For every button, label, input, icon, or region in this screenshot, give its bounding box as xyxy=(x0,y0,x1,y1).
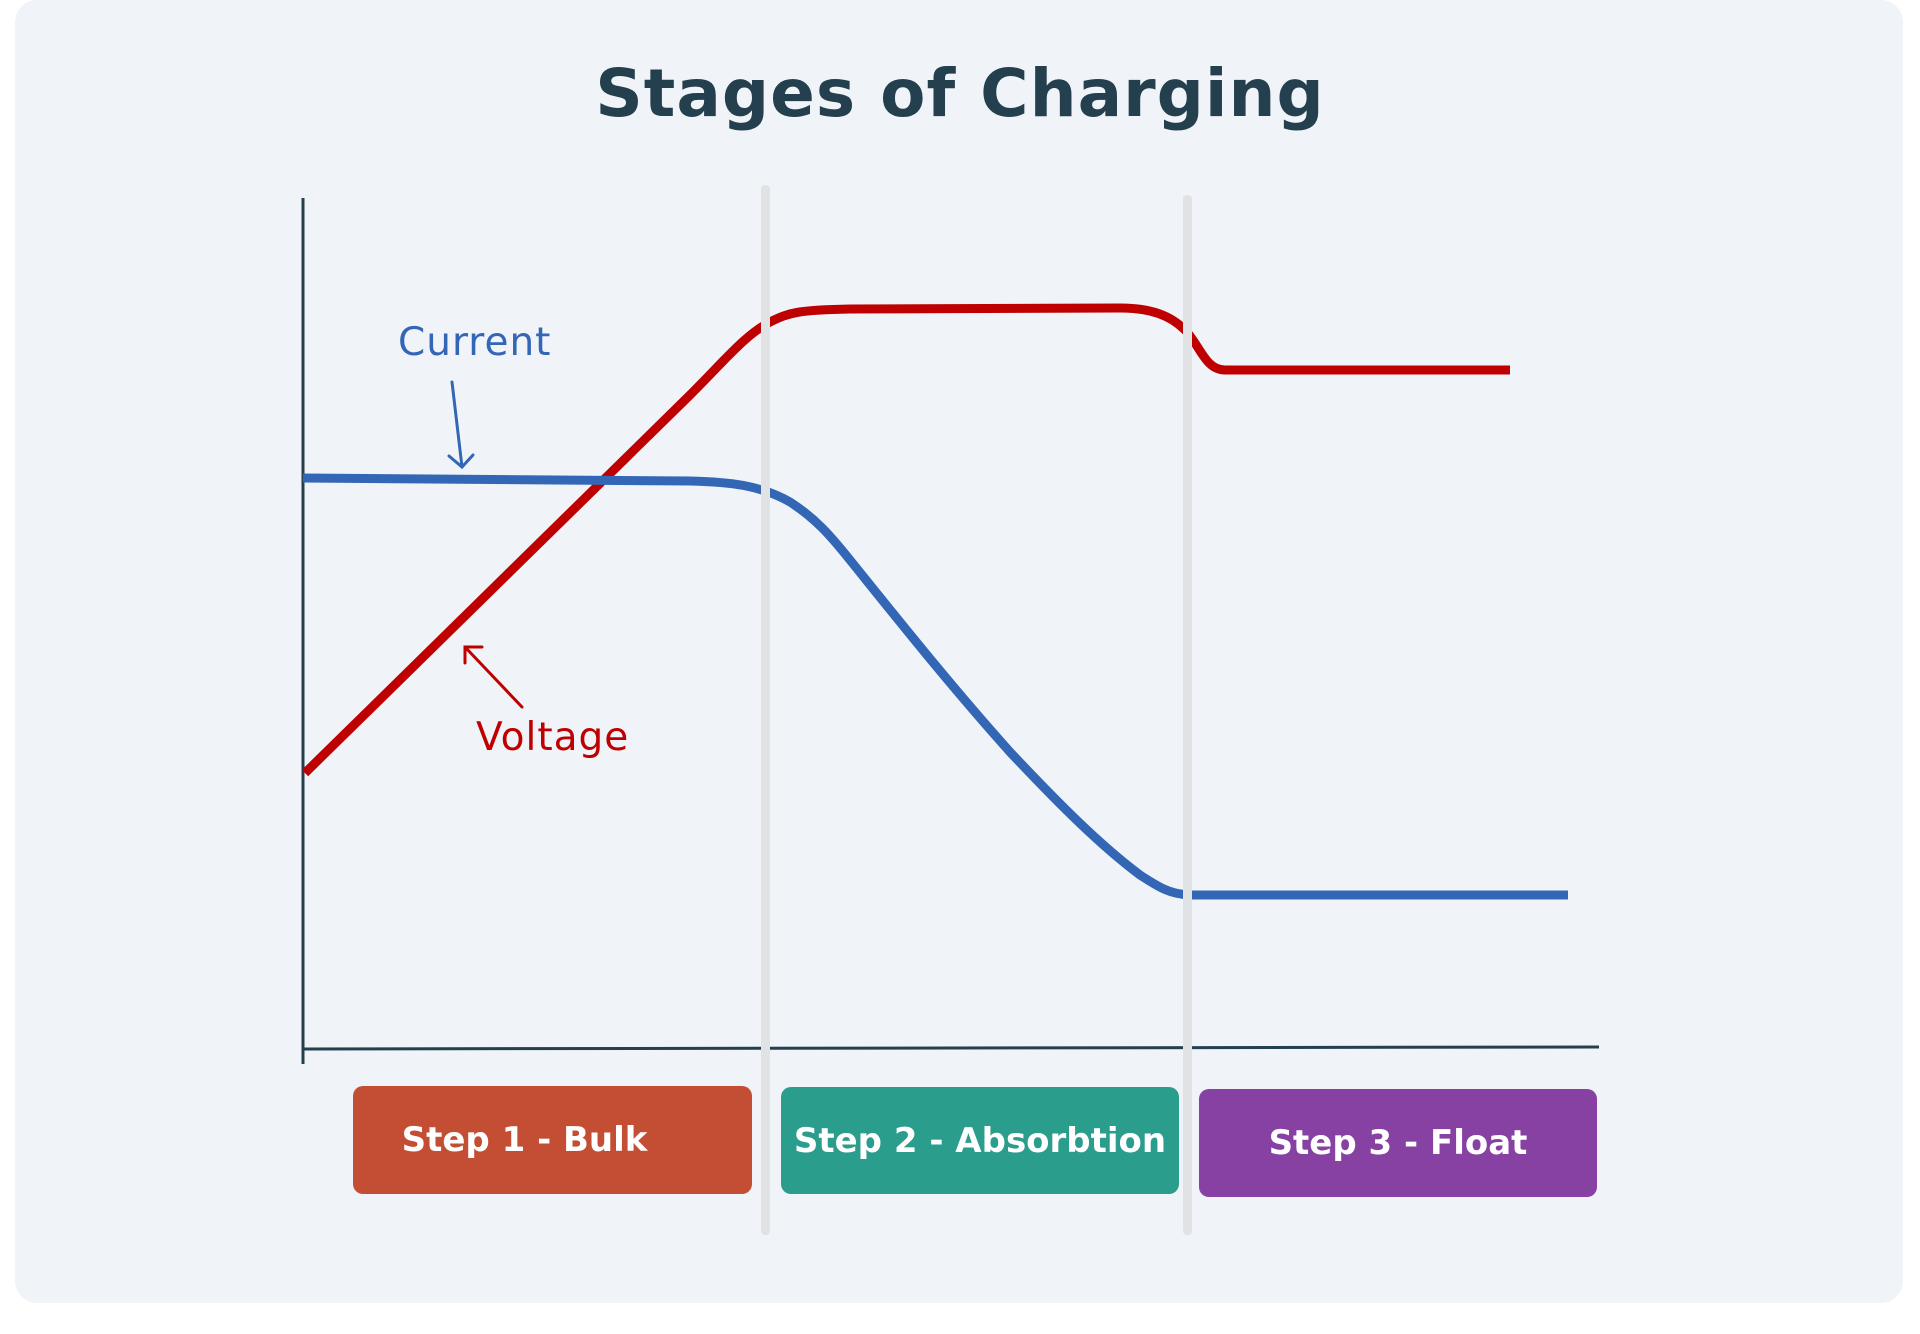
page-title: Stages of Charging xyxy=(595,55,1325,132)
current-arrow-icon xyxy=(447,380,475,470)
diagram-card xyxy=(15,0,1903,1303)
step-float-badge: Step 3 - Float xyxy=(1199,1089,1597,1197)
voltage-arrow-icon xyxy=(463,645,524,709)
stage-divider-2 xyxy=(1183,195,1192,1235)
current-label: Current xyxy=(398,320,552,365)
voltage-label: Voltage xyxy=(476,715,630,760)
current-line xyxy=(302,473,1568,900)
step-float-label: Step 3 - Float xyxy=(1268,1123,1528,1163)
step-absorption-badge: Step 2 - Absorbtion xyxy=(781,1087,1179,1194)
step-absorption-label: Step 2 - Absorbtion xyxy=(793,1120,1167,1161)
voltage-line xyxy=(301,303,1510,777)
step-bulk-label: Step 1 - Bulk xyxy=(401,1120,648,1160)
step-bulk-badge: Step 1 - Bulk xyxy=(353,1086,752,1194)
stage-divider-1 xyxy=(761,185,770,1235)
x-axis xyxy=(302,1045,1600,1051)
